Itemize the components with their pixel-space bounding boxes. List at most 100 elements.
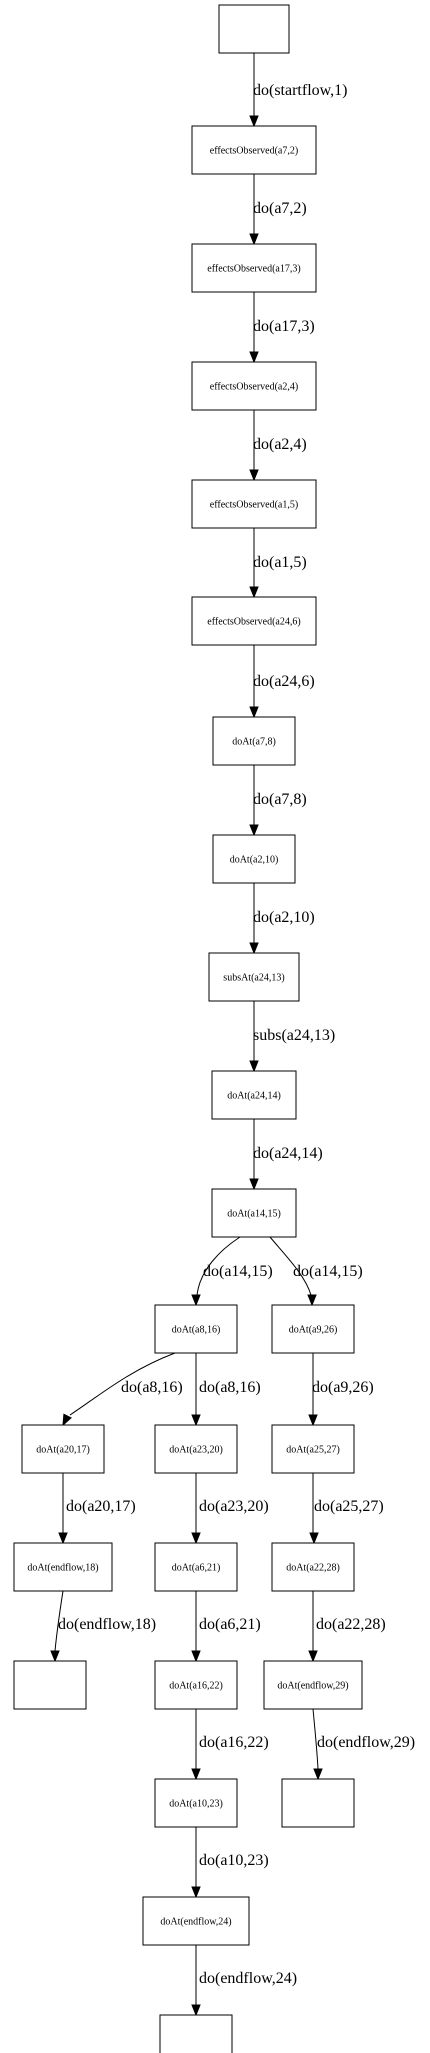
node-label: effectsObserved(a7,2) <box>210 146 298 157</box>
edge-label: do(a7,2) <box>253 200 307 217</box>
edge-n4-n5: do(a1,5) <box>249 528 307 599</box>
edge-label: do(endflow,24) <box>199 1970 297 1987</box>
arrowhead-icon <box>249 233 259 246</box>
arrowhead-icon <box>309 1532 319 1545</box>
arrowhead-icon <box>50 1650 60 1663</box>
edge-n10-n12: do(a14,15) <box>269 1236 363 1307</box>
edge-n8-n9: subs(a24,13) <box>249 1001 335 1073</box>
node-box <box>218 4 290 54</box>
node-box <box>191 125 317 175</box>
node-box <box>191 243 317 293</box>
edge-n10-n11: do(a14,15) <box>191 1236 273 1307</box>
arrowhead-icon <box>249 115 259 128</box>
node-label: effectsObserved(a1,5) <box>210 500 298 511</box>
node-box <box>211 1188 297 1238</box>
node-box <box>191 479 317 529</box>
node-empty <box>159 2014 233 2053</box>
arrowhead-icon <box>191 1650 201 1663</box>
node-label: doAt(a20,17) <box>36 1445 90 1456</box>
arrowhead-icon <box>313 1768 323 1781</box>
node-box <box>154 1542 238 1592</box>
edge-label: do(a25,27) <box>314 1498 384 1515</box>
edge-label: do(startflow,1) <box>253 82 348 99</box>
edge-n20-end2: do(endflow,29) <box>312 1708 415 1781</box>
node-box <box>13 1542 113 1592</box>
arrowhead-icon <box>249 706 259 719</box>
node-box <box>212 716 296 766</box>
arrowhead-icon <box>191 1294 201 1307</box>
node-label: subsAt(a24,13) <box>223 973 284 984</box>
edge-label: do(a23,20) <box>199 1498 269 1515</box>
node-effectsobserved-a24-6: effectsObserved(a24,6) <box>191 596 317 646</box>
node-effectsobserved-a1-5: effectsObserved(a1,5) <box>191 479 317 529</box>
node-box <box>154 1660 238 1710</box>
edge-label: do(a24,6) <box>253 673 315 690</box>
node-box <box>154 1424 238 1474</box>
arrowhead-icon <box>249 469 259 482</box>
edge-n12-n15: do(a9,26) <box>308 1353 374 1427</box>
arrowhead-icon <box>249 1178 259 1191</box>
edge-n11-n13: do(a8,16) <box>62 1352 183 1427</box>
edge-n1-n2: do(a7,2) <box>249 174 307 246</box>
node-box <box>211 1070 297 1120</box>
edge-n6-n7: do(a7,8) <box>249 765 307 837</box>
arrowhead-icon <box>308 1650 318 1663</box>
arrowhead-icon <box>308 1414 318 1427</box>
arrowhead-icon <box>58 1532 68 1545</box>
edge-n9-n10: do(a24,14) <box>249 1119 323 1191</box>
node-doat-a6-21: doAt(a6,21) <box>154 1542 238 1592</box>
node-effectsobserved-a17-3: effectsObserved(a17,3) <box>191 243 317 293</box>
edge-n21-n22: do(a10,23) <box>191 1827 269 1899</box>
edge-label: do(a2,10) <box>253 909 315 926</box>
edge-label: do(a14,15) <box>293 1263 363 1280</box>
arrowhead-icon <box>249 351 259 364</box>
node-empty <box>281 1778 355 1828</box>
edge-label: do(a8,16) <box>121 1379 183 1396</box>
node-label: doAt(a9,26) <box>289 1325 338 1336</box>
node-label: doAt(a14,15) <box>227 1209 281 1220</box>
node-box <box>271 1424 355 1474</box>
edge-label: do(a14,15) <box>203 1263 273 1280</box>
node-box <box>263 1660 363 1710</box>
edge-line <box>312 1708 319 1770</box>
edge-n22-end3: do(endflow,24) <box>191 1945 297 2017</box>
node-empty <box>218 4 290 54</box>
edge-label: do(endflow,29) <box>317 1734 415 1751</box>
edge-n13-n16: do(a20,17) <box>58 1473 136 1545</box>
node-label: doAt(a16,22) <box>169 1681 223 1692</box>
node-doat-a2-10: doAt(a2,10) <box>212 834 296 884</box>
edge-label: do(a8,16) <box>199 1379 261 1396</box>
edge-n18-n20: do(a22,28) <box>308 1591 386 1663</box>
arrowhead-icon <box>191 1414 201 1427</box>
node-doat-a8-16: doAt(a8,16) <box>154 1304 238 1354</box>
edge-label: do(a2,4) <box>253 436 307 453</box>
node-effectsobserved-a7-2: effectsObserved(a7,2) <box>191 125 317 175</box>
node-label: effectsObserved(a24,6) <box>207 617 300 628</box>
node-label: doAt(a24,14) <box>227 1091 281 1102</box>
node-box <box>271 1304 355 1354</box>
node-subsat-a24-13: subsAt(a24,13) <box>208 952 300 1002</box>
node-box <box>21 1424 105 1474</box>
edge-n17-n19: do(a6,21) <box>191 1591 261 1663</box>
node-box <box>154 1304 238 1354</box>
arrowhead-icon <box>307 1294 317 1307</box>
edge-label: do(a6,21) <box>199 1616 261 1633</box>
node-empty <box>13 1660 87 1710</box>
edge-label: do(a20,17) <box>66 1498 136 1515</box>
arrowhead-icon <box>249 824 259 837</box>
node-doat-a20-17: doAt(a20,17) <box>21 1424 105 1474</box>
arrowhead-icon <box>249 586 259 599</box>
node-label: doAt(a25,27) <box>286 1445 340 1456</box>
node-box <box>281 1778 355 1828</box>
edge-line <box>269 1236 312 1296</box>
edge-label: do(a10,23) <box>199 1852 269 1869</box>
edge-label: do(a9,26) <box>312 1379 374 1396</box>
node-doat-endflow-18: doAt(endflow,18) <box>13 1542 113 1592</box>
edge-start-n1: do(startflow,1) <box>249 53 348 128</box>
edge-n3-n4: do(a2,4) <box>249 410 307 482</box>
node-doat-endflow-24: doAt(endflow,24) <box>142 1896 250 1946</box>
edge-label: subs(a24,13) <box>253 1027 335 1044</box>
node-box <box>271 1542 355 1592</box>
arrowhead-icon <box>191 1768 201 1781</box>
edge-n15-n18: do(a25,27) <box>309 1473 384 1545</box>
